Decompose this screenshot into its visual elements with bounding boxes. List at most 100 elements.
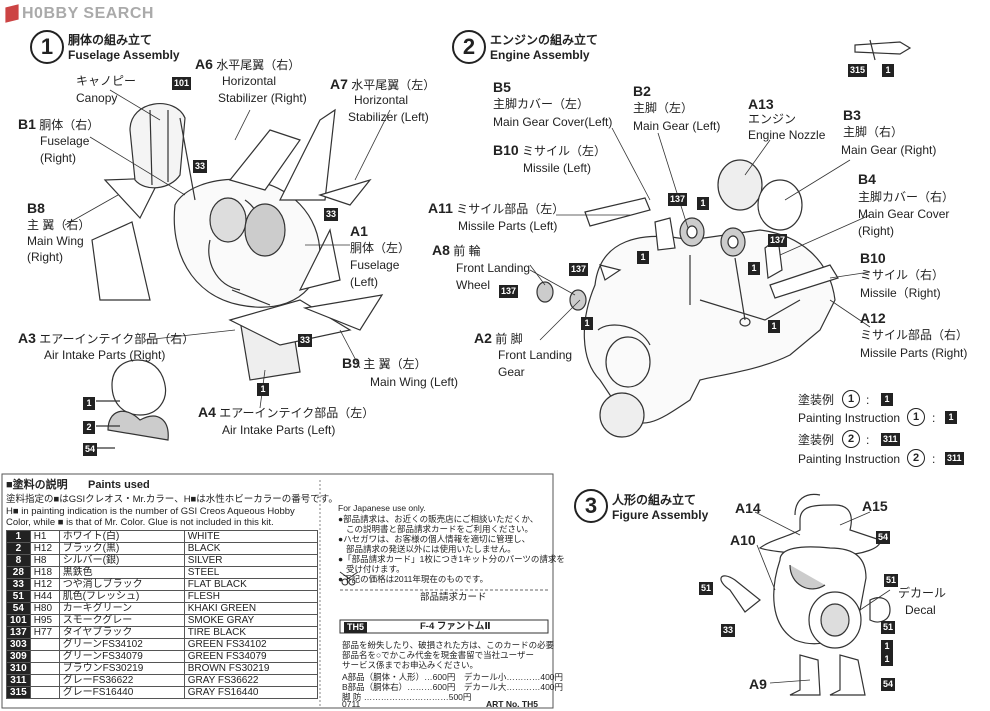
a7-en2: Stabilizer (Left) xyxy=(348,110,429,124)
paint-number: 2 xyxy=(6,542,31,555)
sec2-title-jp: エンジンの組み立て xyxy=(490,33,599,47)
paint-number: 33 xyxy=(6,578,31,591)
a1-en1: Fuselage xyxy=(350,258,400,272)
paint1-tag: 1 xyxy=(881,393,893,406)
paint1-jp: 塗装例 xyxy=(798,393,835,407)
paint-name-jp: ブラウンFS30219 xyxy=(58,662,185,675)
a15-code: A15 xyxy=(862,498,888,514)
paint-name-jp: ホワイト(白) xyxy=(58,530,185,543)
step-1-number: 1 xyxy=(30,30,64,64)
sec1-title-en: Fuselage Assembly xyxy=(68,48,180,62)
a7-code: A7 xyxy=(330,76,348,92)
paint-name-jp: タイヤブラック xyxy=(58,626,185,639)
b10r-code: B10 xyxy=(860,250,886,266)
paint-number: 310 xyxy=(6,662,31,675)
paint-name-jp: スモークグレー xyxy=(58,614,185,627)
paint-number: 28 xyxy=(6,566,31,579)
sec3-title-jp: 人形の組み立て xyxy=(612,493,697,507)
b9-en: Main Wing (Left) xyxy=(370,375,459,389)
paint-name-en: FLESH xyxy=(183,590,319,603)
part-tag: 1 xyxy=(257,383,269,396)
paint-hobby-code xyxy=(29,638,60,651)
a9-code: A9 xyxy=(749,676,767,692)
a3-jp: エアーインテイク部品（右） xyxy=(39,332,195,346)
a4-en: Air Intake Parts (Left) xyxy=(222,423,336,437)
paint-name-en: GRAY FS16440 xyxy=(183,686,319,699)
b10r-en: Missile（Right) xyxy=(860,286,941,300)
part-tag: 33 xyxy=(193,160,208,173)
part-tag: 137 xyxy=(668,193,688,206)
step-2-number: 2 xyxy=(452,30,486,64)
a7-en1: Horizontal xyxy=(354,93,409,107)
paint-hobby-code: H80 xyxy=(29,602,60,615)
paint-number: 54 xyxy=(6,602,31,615)
a12-code: A12 xyxy=(860,310,886,326)
b4-jp: 主脚カバー（右） xyxy=(858,190,955,204)
brand-logo[interactable]: H0BBY SEARCH xyxy=(22,5,154,22)
paint-name-jp: ブラック(黒) xyxy=(58,542,185,555)
part-tag: 33 xyxy=(721,624,736,637)
paint-number: 8 xyxy=(6,554,31,567)
paint-name-en: FLAT BLACK xyxy=(183,578,319,591)
part-tag: 2 xyxy=(83,421,95,434)
paint-number: 101 xyxy=(6,614,31,627)
decal-jp: デカール xyxy=(898,586,947,600)
a2-en2: Gear xyxy=(498,365,525,379)
paint-number: 303 xyxy=(6,638,31,651)
paint-name-jp: カーキグリーン xyxy=(58,602,185,615)
part-tag: 51 xyxy=(884,574,899,587)
card-b2: 部品名を○でかこみ代金を現金書留で当社ユーザー xyxy=(342,650,534,660)
card-r2: B部品（胴体右）………600円 デカール大…………400円 xyxy=(342,682,564,692)
paint-name-en: GREEN FS34079 xyxy=(183,650,319,663)
part-tag: 1 xyxy=(637,251,649,264)
a3-en: Air Intake Parts (Right) xyxy=(44,348,166,362)
b10r-jp: ミサイル（右） xyxy=(860,268,945,282)
paint-name-en: WHITE xyxy=(183,530,319,543)
b1-code: B1 xyxy=(18,116,36,132)
paint-name-jp: グリーンFS34102 xyxy=(58,638,185,651)
paint-name-jp: つや消しブラック xyxy=(58,578,185,591)
part-tag: 1 xyxy=(697,197,709,210)
b1-en2: (Right) xyxy=(40,151,77,165)
part-tag: 137 xyxy=(569,263,589,276)
a1-jp: 胴体（左） xyxy=(350,241,411,255)
a10-code: A10 xyxy=(730,532,756,548)
card-l5: ●「部品請求カード」1枚につき1キット分のパーツの請求を xyxy=(338,554,565,564)
a1-en2: (Left) xyxy=(350,275,379,289)
paints-note-en1: H■ in painting indication is the number … xyxy=(6,506,295,517)
b2-en: Main Gear (Left) xyxy=(633,119,721,133)
b1-en1: Fuselage xyxy=(40,134,90,148)
b3-code: B3 xyxy=(843,107,861,123)
paint-name-en: BLACK xyxy=(183,542,319,555)
a1-code: A1 xyxy=(350,223,368,239)
a6-en1: Horizontal xyxy=(222,74,277,88)
b10l-code: B10 xyxy=(493,142,519,158)
canopy-en: Canopy xyxy=(76,91,118,105)
card-l4: 部品請求の発送以外には使用いたしません。 xyxy=(346,544,516,554)
card-title: 部品請求カード xyxy=(420,592,487,603)
canopy-jp: キャノピー xyxy=(76,74,137,88)
paint2-en-tag: 311 xyxy=(945,452,964,465)
paints-note-en2: Color, while ■ is that of Mr. Color. Glu… xyxy=(6,517,274,528)
paint-hobby-code xyxy=(29,674,60,687)
b2-jp: 主脚（左） xyxy=(633,101,694,115)
paint-number: 309 xyxy=(6,650,31,663)
part-tag: 51 xyxy=(881,621,896,634)
b4-en2: (Right) xyxy=(858,224,895,238)
b8-en2: (Right) xyxy=(27,250,64,264)
figure-drawing xyxy=(720,493,891,696)
part-tag: 1 xyxy=(881,653,893,666)
paint-name-jp: シルバー(銀) xyxy=(58,554,185,567)
sec1-title-jp: 胴体の組み立て xyxy=(68,33,153,47)
card-name: F-4 ファントムⅡ xyxy=(420,621,491,632)
part-tag: 33 xyxy=(324,208,339,221)
paint-number: 1 xyxy=(6,530,31,543)
paint1-en-circle: 1 xyxy=(907,408,925,426)
part-tag: 1 xyxy=(768,320,780,333)
